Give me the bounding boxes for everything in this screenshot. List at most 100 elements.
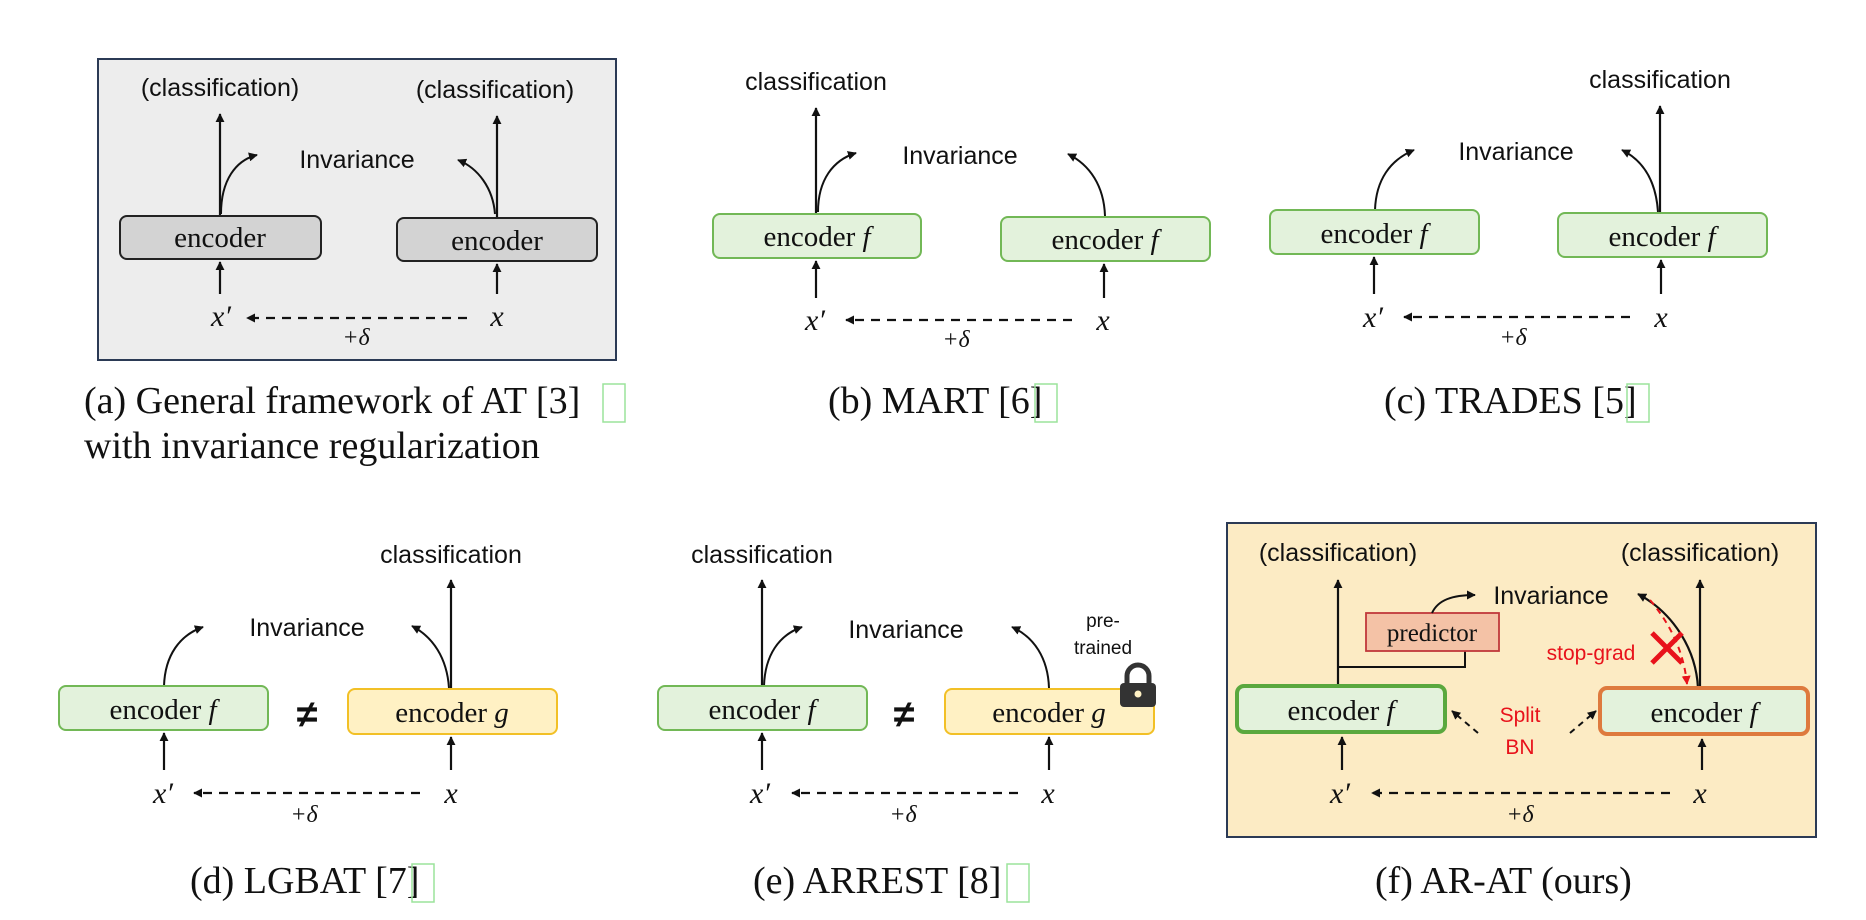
lock-keyhole bbox=[1134, 690, 1142, 698]
panel-d-caption-ref-box bbox=[411, 863, 435, 903]
panel-c-x: x bbox=[1653, 301, 1668, 334]
panel-b-encoder-left bbox=[712, 213, 922, 259]
panel-e-pretrained-line2: trained bbox=[1074, 638, 1132, 659]
panel-a: (classification) (classification) Invari… bbox=[97, 58, 617, 361]
panel-f-caption: (f) AR-AT (ours) bbox=[1375, 860, 1632, 902]
panel-c-caption-ref-box bbox=[1626, 383, 1650, 423]
panel-b-caption-ref-box bbox=[1034, 383, 1058, 423]
panel-f-delta: +δ bbox=[1506, 802, 1534, 828]
panel-f-stop-grad-label: stop-grad bbox=[1547, 642, 1636, 665]
panel-b-invariance-label: Invariance bbox=[902, 142, 1017, 170]
panel-c-classification: classification bbox=[1589, 66, 1731, 94]
panel-a-encoder-right bbox=[396, 217, 598, 262]
panel-f-split-label-line2: BN bbox=[1505, 736, 1534, 759]
panel-e-invariance-arrow-left bbox=[763, 625, 803, 687]
panel-a-encoder-left bbox=[119, 215, 322, 260]
lock-shackle bbox=[1124, 662, 1152, 684]
panel-c-encoder-right bbox=[1557, 212, 1768, 258]
panel-c-encoder-right-label: encoder f bbox=[1608, 221, 1719, 253]
panel-d-invariance-arrow-right bbox=[411, 625, 450, 689]
lock-icon bbox=[1120, 662, 1156, 707]
panel-b-x: x bbox=[1095, 304, 1110, 337]
panel-b: classification Invariance encoder f enco… bbox=[712, 68, 1211, 353]
panel-d: classification Invariance encoder f ≠ en… bbox=[58, 541, 558, 828]
panel-c-invariance-arrow-left bbox=[1374, 148, 1415, 211]
panel-e-encoder-f bbox=[657, 685, 868, 731]
cross-stroke-2 bbox=[1650, 631, 1684, 665]
panel-c-invariance-arrow-right bbox=[1621, 149, 1659, 213]
panel-d-not-equal: ≠ bbox=[297, 694, 318, 736]
panel-a-background bbox=[97, 58, 617, 361]
panel-e-caption-ref-box bbox=[1006, 863, 1030, 903]
panel-b-classification: classification bbox=[745, 68, 887, 96]
panel-f-predictor-label: predictor bbox=[1387, 620, 1478, 647]
panel-a-encoder-left-label: encoder bbox=[174, 222, 266, 254]
panel-f-background bbox=[1226, 522, 1817, 838]
panel-f-classification-left: (classification) bbox=[1259, 539, 1417, 567]
panel-b-encoder-right-label: encoder f bbox=[1051, 224, 1162, 256]
panel-c-invariance-label: Invariance bbox=[1458, 138, 1573, 166]
panel-d-invariance-label: Invariance bbox=[249, 614, 364, 642]
panel-e-not-equal: ≠ bbox=[894, 694, 915, 736]
panel-f-encoder-left-label: encoder f bbox=[1287, 695, 1398, 727]
panel-e-encoder-g-label: encoder g bbox=[992, 697, 1106, 729]
panel-a-classification-right: (classification) bbox=[416, 76, 574, 104]
panel-d-delta: +δ bbox=[290, 802, 318, 828]
panel-a-x-prime: x′ bbox=[210, 300, 231, 333]
panel-d-encoder-g-label: encoder g bbox=[395, 697, 509, 729]
panel-f-predictor-to-invariance-arrow bbox=[1431, 590, 1476, 614]
panel-f-predictor bbox=[1365, 612, 1500, 652]
panel-e-x-prime: x′ bbox=[749, 777, 770, 810]
panel-b-encoder-right bbox=[1000, 216, 1211, 262]
panel-d-invariance-arrow-left bbox=[163, 625, 204, 687]
panel-a-classification-left: (classification) bbox=[141, 74, 299, 102]
panel-f: (classification) (classification) Invari… bbox=[1226, 522, 1817, 838]
panel-f-encoder-right-label: encoder f bbox=[1650, 697, 1761, 729]
panel-a-invariance-label: Invariance bbox=[299, 146, 414, 174]
panel-a-delta: +δ bbox=[342, 325, 370, 351]
panel-e-delta: +δ bbox=[889, 802, 917, 828]
panel-c-x-prime: x′ bbox=[1362, 301, 1383, 334]
panel-a-invariance-arrow-left bbox=[220, 152, 258, 215]
panel-b-invariance-arrow-right bbox=[1067, 153, 1106, 217]
panel-d-x: x bbox=[443, 777, 458, 810]
panel-f-split-label-line1: Split bbox=[1500, 704, 1541, 727]
stop-gradient-cross-icon bbox=[1650, 631, 1684, 665]
panel-e-encoder-g bbox=[944, 688, 1155, 735]
panel-f-invariance-label: Invariance bbox=[1493, 582, 1608, 610]
panel-a-x: x bbox=[489, 300, 504, 333]
panel-b-delta: +δ bbox=[942, 327, 970, 353]
panel-e-invariance-label: Invariance bbox=[848, 616, 963, 644]
panel-d-classification: classification bbox=[380, 541, 522, 569]
panel-a-caption-ref-box bbox=[602, 383, 626, 423]
panel-f-branch-to-predictor bbox=[1338, 651, 1466, 668]
panel-d-encoder-f bbox=[58, 685, 269, 731]
panel-f-encoder-right bbox=[1598, 686, 1810, 736]
panel-f-x: x bbox=[1692, 777, 1707, 810]
panel-f-split-bn-arrow-left bbox=[1451, 710, 1479, 734]
panel-b-caption: (b) MART [6] bbox=[828, 380, 1042, 422]
panel-e-classification: classification bbox=[691, 541, 833, 569]
panel-e: classification Invariance pre- trained e… bbox=[657, 541, 1156, 828]
panel-e-encoder-f-label: encoder f bbox=[708, 694, 819, 726]
panel-e-pretrained-line1: pre- bbox=[1086, 611, 1120, 632]
panel-c-encoder-left-label: encoder f bbox=[1320, 218, 1431, 250]
panel-b-x-prime: x′ bbox=[804, 304, 825, 337]
panel-a-caption-line2: with invariance regularization bbox=[84, 425, 540, 467]
panel-b-invariance-arrow-left bbox=[817, 151, 857, 213]
panel-e-x: x bbox=[1040, 777, 1055, 810]
panel-e-caption: (e) ARREST [8] bbox=[753, 860, 1001, 902]
panel-c-caption: (c) TRADES [5] bbox=[1384, 380, 1637, 422]
panel-f-classification-right: (classification) bbox=[1621, 539, 1779, 567]
panel-a-invariance-arrow-right bbox=[457, 158, 496, 215]
panel-d-x-prime: x′ bbox=[152, 777, 173, 810]
panel-a-caption: (a) General framework of AT [3] bbox=[84, 380, 580, 422]
panel-f-x-prime: x′ bbox=[1329, 777, 1350, 810]
panel-e-invariance-arrow-right bbox=[1011, 626, 1050, 689]
panel-d-encoder-g bbox=[347, 688, 558, 735]
panel-d-caption: (d) LGBAT [7] bbox=[190, 860, 419, 902]
panel-d-encoder-f-label: encoder f bbox=[109, 694, 220, 726]
panel-b-encoder-left-label: encoder f bbox=[763, 221, 874, 253]
panel-a-encoder-right-label: encoder bbox=[451, 225, 543, 257]
